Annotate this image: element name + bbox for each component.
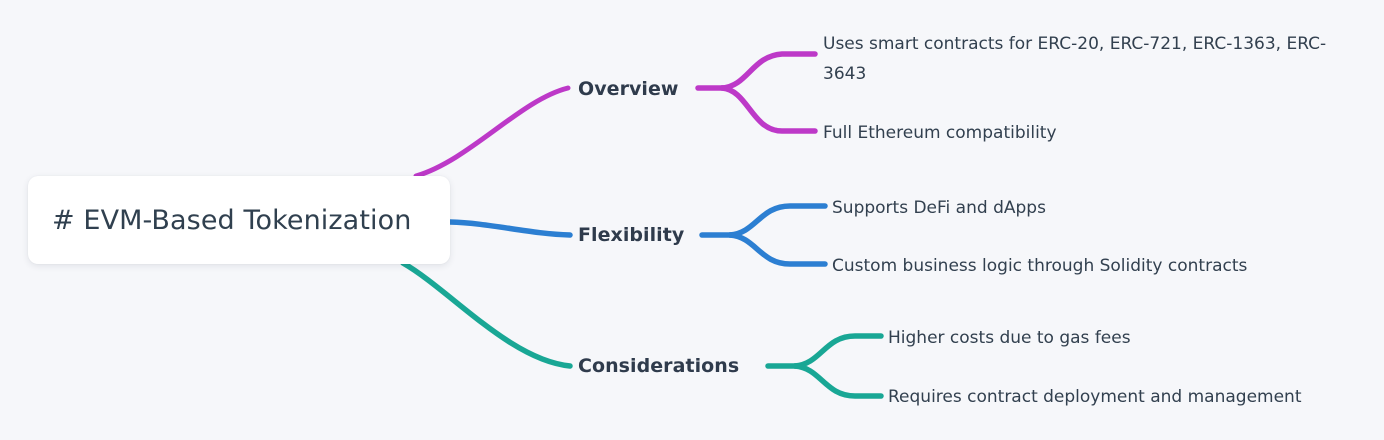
edge-considerations-child-1 [792, 363, 884, 399]
leaf-node-overview-1-label: Full Ethereum compatibility [823, 123, 1057, 143]
branch-node-considerations-label: Considerations [578, 355, 740, 377]
leaf-node-considerations-1[interactable]: Requires contract deployment and managem… [888, 382, 1302, 412]
branch-node-flexibility[interactable]: Flexibility [578, 224, 684, 246]
leaf-node-considerations-1-label: Requires contract deployment and managem… [888, 387, 1302, 407]
branch-node-overview[interactable]: Overview [578, 78, 679, 100]
edge-root-to-considerations [400, 260, 573, 369]
root-node[interactable]: # EVM-Based Tokenization [28, 176, 450, 264]
leaf-node-overview-0[interactable]: Uses smart contracts for ERC-20, ERC-721… [823, 29, 1353, 89]
edge-root-to-overview [413, 85, 571, 179]
edge-flexibility-child-1 [727, 232, 828, 267]
edge-considerations-child-0 [792, 333, 884, 369]
edge-flexibility-child-0 [727, 203, 828, 238]
leaf-node-flexibility-0[interactable]: Supports DeFi and dApps [832, 193, 1046, 223]
leaf-node-overview-0-label: Uses smart contracts for ERC-20, ERC-721… [823, 34, 1327, 84]
leaf-node-overview-1[interactable]: Full Ethereum compatibility [823, 118, 1057, 148]
leaf-node-considerations-0-label: Higher costs due to gas fees [888, 328, 1131, 348]
leaf-node-flexibility-0-label: Supports DeFi and dApps [832, 198, 1046, 218]
leaf-node-flexibility-1[interactable]: Custom business logic through Solidity c… [832, 251, 1247, 281]
edge-root-to-flexibility [447, 219, 573, 238]
leaf-node-flexibility-1-label: Custom business logic through Solidity c… [832, 256, 1248, 276]
root-node-label: # EVM-Based Tokenization [52, 204, 412, 236]
branch-node-overview-label: Overview [578, 78, 679, 100]
leaf-node-considerations-0[interactable]: Higher costs due to gas fees [888, 323, 1131, 353]
branch-node-flexibility-label: Flexibility [578, 224, 685, 246]
edge-overview-child-1 [719, 85, 818, 134]
branch-node-considerations[interactable]: Considerations [578, 355, 739, 377]
edge-overview-child-0 [719, 51, 818, 91]
